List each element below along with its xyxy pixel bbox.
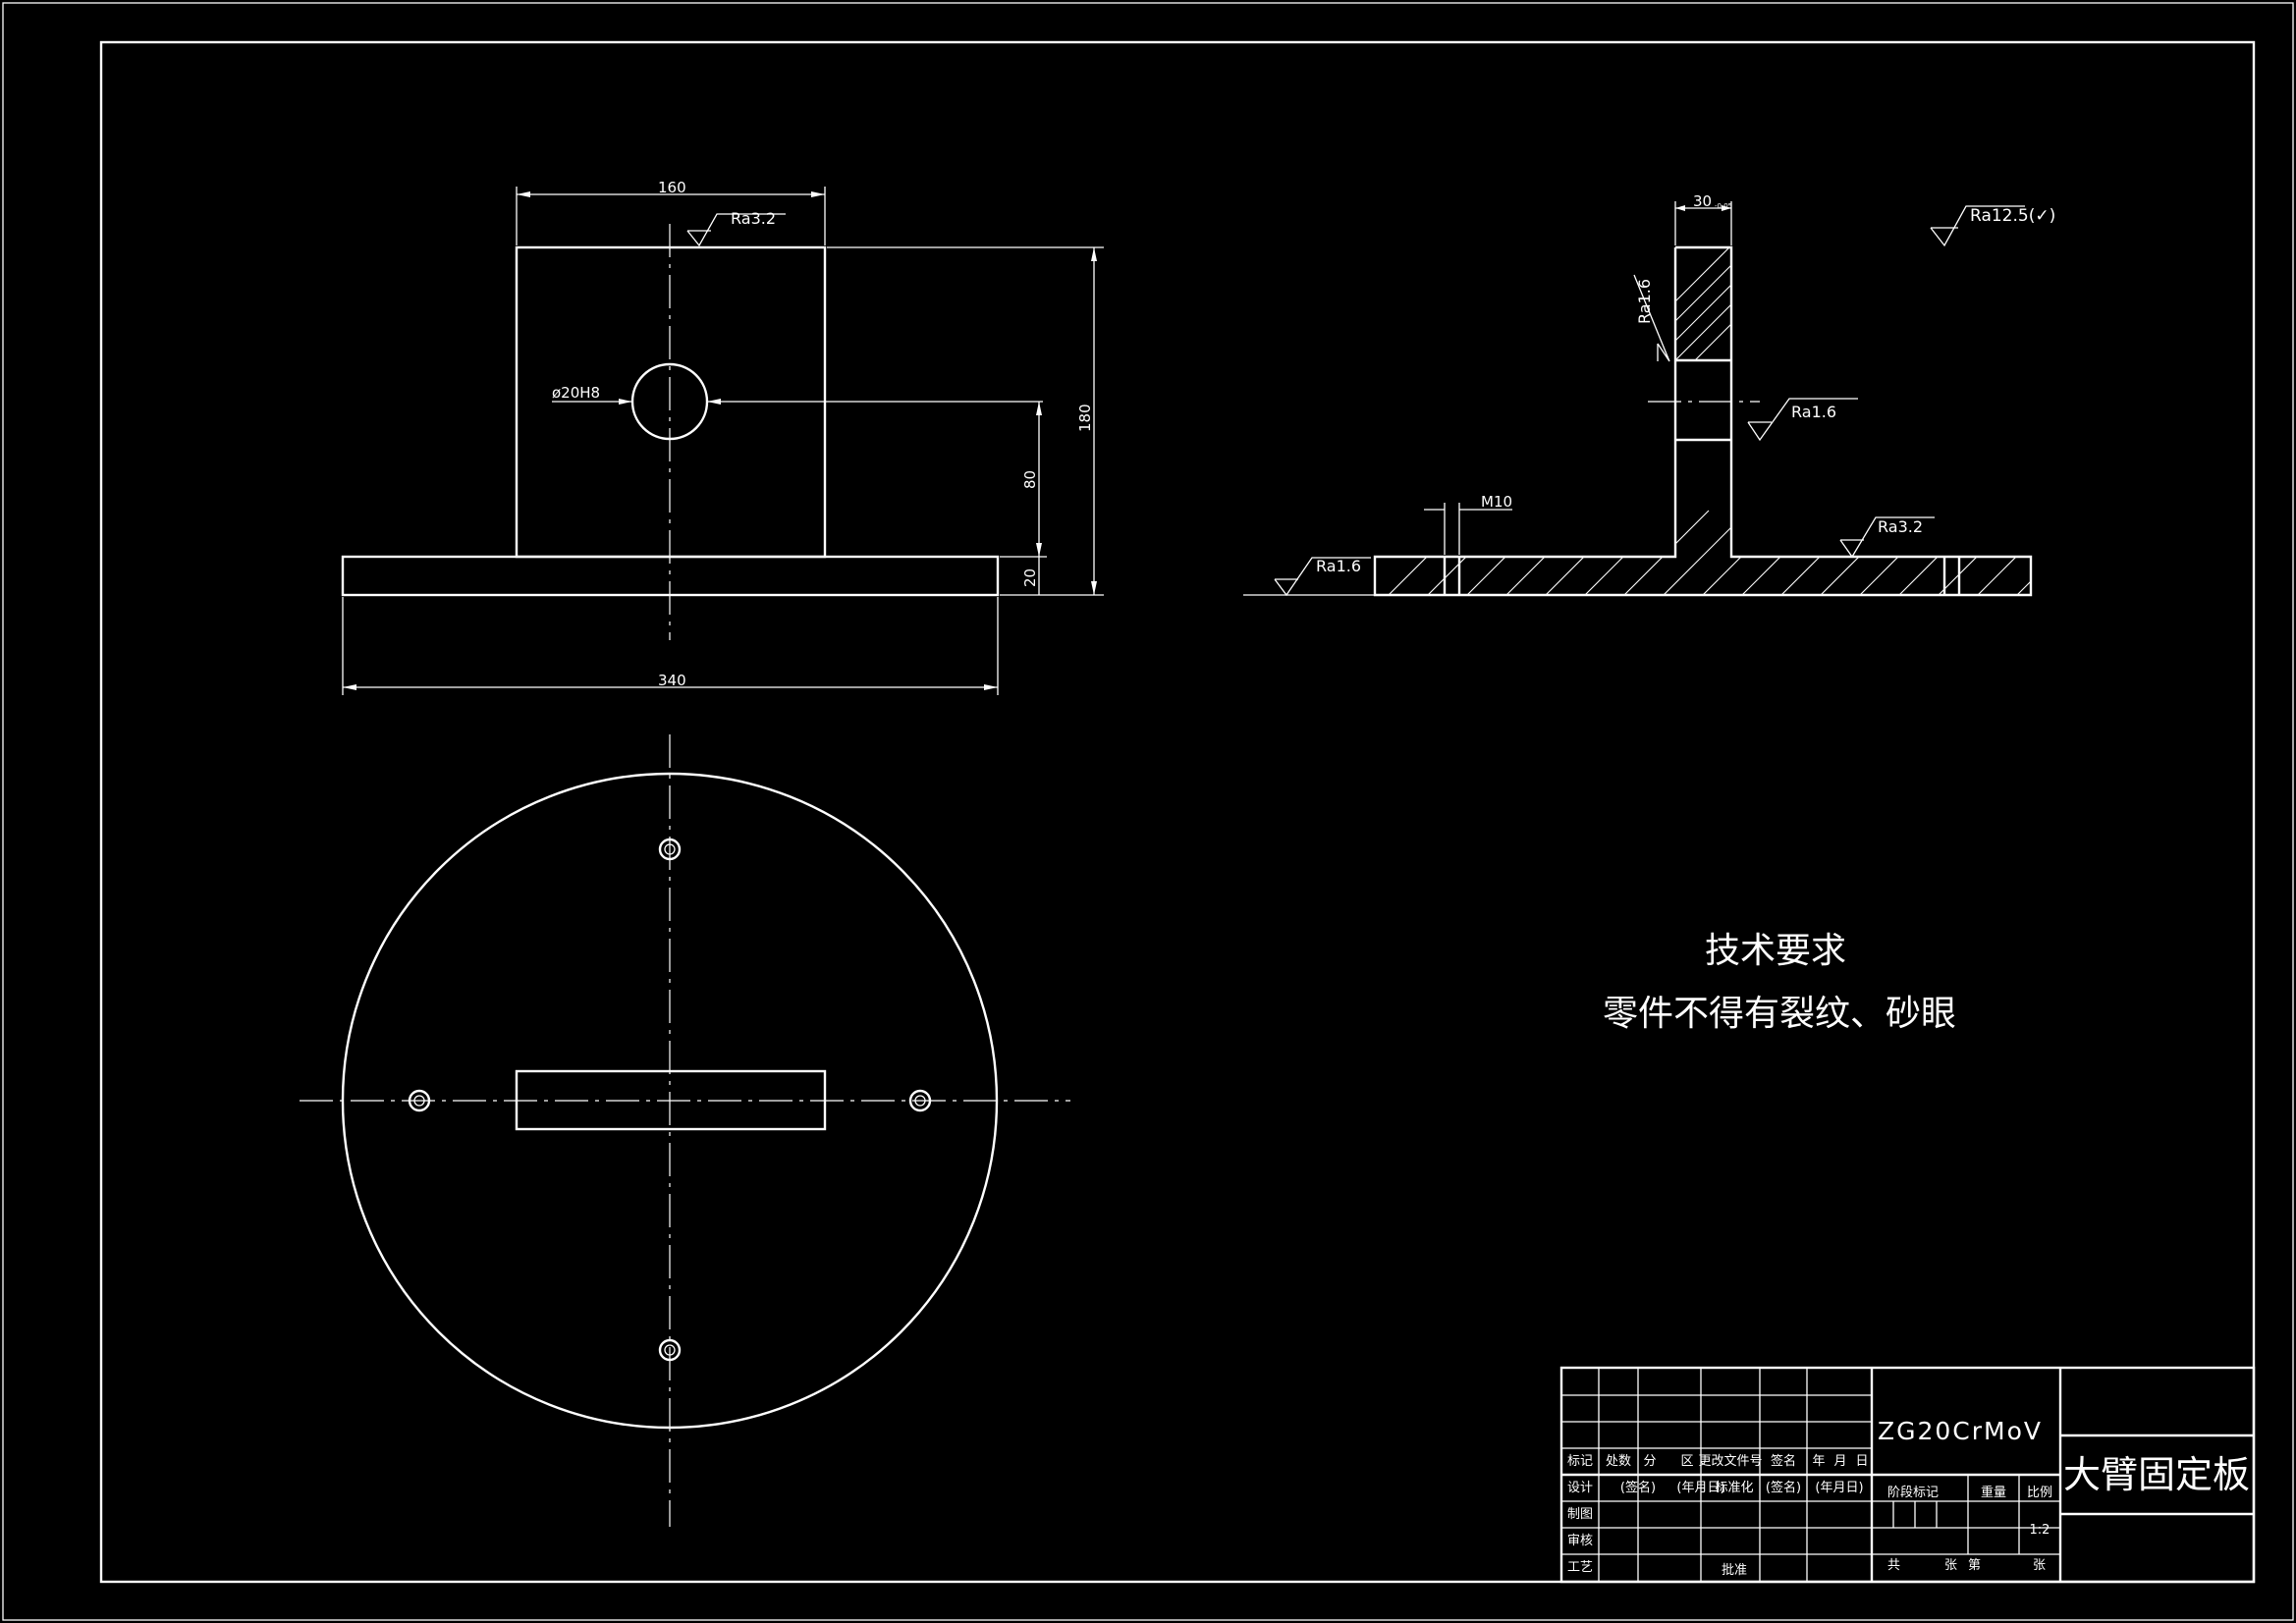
roughness-symbol — [686, 213, 786, 247]
hdr-change-doc: 更改文件号 — [1698, 1454, 1762, 1469]
roughness-symbol — [1839, 516, 1935, 559]
bolt-hole-right — [908, 1089, 932, 1112]
row-standard-sign: (签名) — [1766, 1480, 1801, 1495]
roughness-top-label: Ra3.2 — [731, 209, 776, 228]
sheet-no-label: 第 — [1968, 1558, 1981, 1573]
bolt-hole-left — [408, 1089, 431, 1112]
bolt-hole-top — [658, 838, 682, 861]
dim-text-20: 20 — [1021, 568, 1039, 587]
tech-req-line1: 零件不得有裂纹、砂眼 — [1603, 994, 1956, 1034]
stage-mark-label: 阶段标记 — [1887, 1486, 1939, 1500]
row-standard-date: (年月日) — [1815, 1481, 1863, 1495]
tech-req-heading: 技术要求 — [1705, 931, 1846, 971]
hole-label: ø20H8 — [552, 384, 600, 402]
sheet-total-label: 共 — [1887, 1558, 1900, 1573]
dim-text-30: 30 — [1693, 192, 1712, 210]
section-outline — [1373, 245, 2033, 597]
material-label: ZG20CrMoV — [1878, 1417, 2043, 1445]
row-review: 审核 — [1567, 1534, 1593, 1548]
dim-text-340: 340 — [658, 672, 686, 689]
dim-text-180: 180 — [1076, 404, 1094, 432]
roughness-base-right: Ra3.2 — [1878, 517, 1923, 536]
row-drafting: 制图 — [1567, 1507, 1593, 1522]
dim-tolerance: -0.05 — [1715, 202, 1732, 210]
sheet-unit2-label: 张 — [2033, 1558, 2046, 1573]
roughness-general: Ra12.5(✓) — [1970, 206, 2055, 226]
scale-label: 比例 — [2027, 1486, 2052, 1500]
row-standard: 标准化 — [1715, 1481, 1753, 1495]
row-design-date: (年月日) — [1676, 1481, 1724, 1495]
hdr-year: 年 — [1812, 1454, 1825, 1469]
weight-label: 重量 — [1981, 1485, 2006, 1500]
hdr-zone: 区 — [1680, 1454, 1693, 1469]
thread-label: M10 — [1481, 493, 1512, 511]
hdr-day: 日 — [1855, 1454, 1868, 1469]
bolt-hole-bottom — [658, 1338, 682, 1362]
row-process: 工艺 — [1567, 1560, 1593, 1575]
hdr-month: 月 — [1833, 1454, 1846, 1469]
hdr-mark: 标记 — [1567, 1454, 1593, 1469]
row-design-sign: (签名) — [1620, 1480, 1656, 1495]
top-view — [300, 734, 1070, 1527]
roughness-symbol — [1274, 557, 1371, 597]
roughness-rib-left: Ra1.6 — [1635, 279, 1654, 324]
drawing-frame — [99, 40, 2256, 1584]
sheet-unit-label: 张 — [1944, 1558, 1957, 1573]
row-approve: 批准 — [1722, 1563, 1747, 1578]
title-block: ZG20CrMoV 大臂固定板 标记 处数 分 区 更改文件号 签名 年 月 日… — [1559, 1366, 2256, 1584]
part-name: 大臂固定板 — [2063, 1453, 2250, 1496]
scale-value: 1:2 — [2030, 1523, 2050, 1538]
hdr-sign: 签名 — [1771, 1453, 1796, 1469]
dim-text-80: 80 — [1021, 470, 1039, 489]
front-view: 160 Ra3.2 ø20H8 180 80 20 340 — [341, 179, 1104, 695]
hdr-count: 处数 — [1606, 1454, 1631, 1469]
roughness-general-symbol — [1930, 205, 2025, 247]
section-view: 30 -0.05 M10 Ra1.6 Ra1.6 Ra1.6 Ra3.2 Ra1… — [1243, 192, 2055, 597]
roughness-symbol — [1747, 398, 1858, 442]
section-hatching — [1375, 440, 2031, 595]
roughness-symbol — [1633, 274, 1670, 362]
roughness-base-left: Ra1.6 — [1316, 557, 1361, 575]
row-design: 设计 — [1567, 1481, 1593, 1495]
roughness-rib-right: Ra1.6 — [1791, 403, 1836, 421]
hdr-div: 分 — [1643, 1454, 1656, 1469]
dim-text-160: 160 — [658, 179, 686, 196]
